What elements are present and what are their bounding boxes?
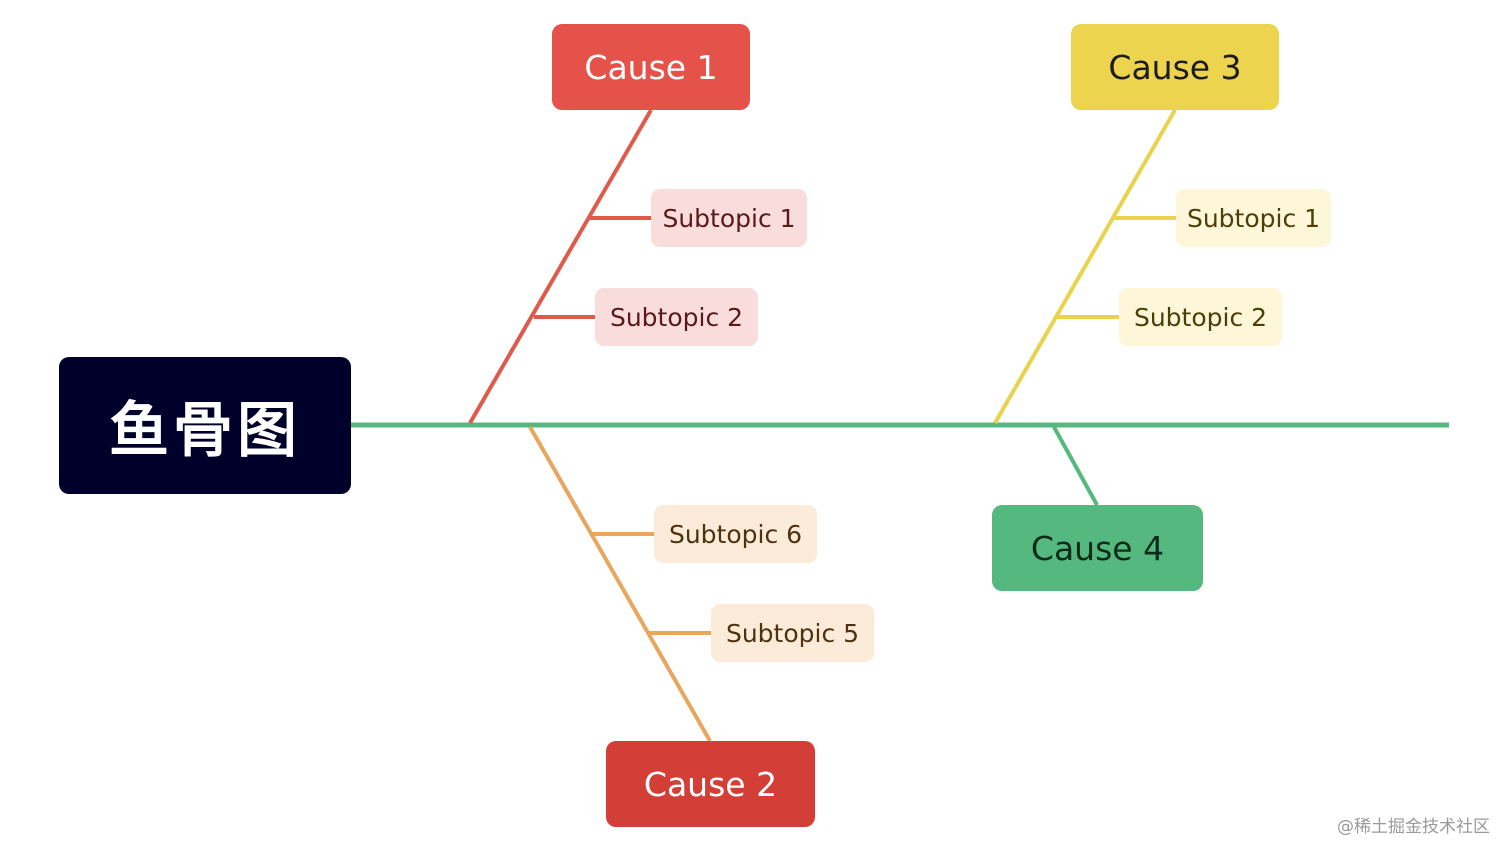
cause-2-subtopic-6[interactable]: Subtopic 6 xyxy=(654,505,817,563)
cause-4-branch xyxy=(1052,426,1099,506)
watermark: @稀土掘金技术社区 xyxy=(1337,817,1490,837)
cause-4-node[interactable]: Cause 4 xyxy=(992,505,1203,591)
cause-1-subtopic-1[interactable]: Subtopic 1 xyxy=(651,189,807,247)
cause-3-subtopic-1[interactable]: Subtopic 1 xyxy=(1176,189,1331,247)
cause-1-branch xyxy=(468,108,653,425)
cause-2-node[interactable]: Cause 2 xyxy=(606,741,815,827)
cause-3-branch xyxy=(993,109,1177,424)
cause-1-node[interactable]: Cause 1 xyxy=(552,24,750,110)
root-node[interactable]: 鱼骨图 xyxy=(59,357,351,494)
cause-1-subtopic-2[interactable]: Subtopic 2 xyxy=(595,288,758,346)
cause-3-subtopic-2[interactable]: Subtopic 2 xyxy=(1119,288,1282,346)
cause-2-branch xyxy=(528,426,712,742)
cause-2-subtopic-5[interactable]: Subtopic 5 xyxy=(711,604,874,662)
cause-3-node[interactable]: Cause 3 xyxy=(1071,24,1279,110)
